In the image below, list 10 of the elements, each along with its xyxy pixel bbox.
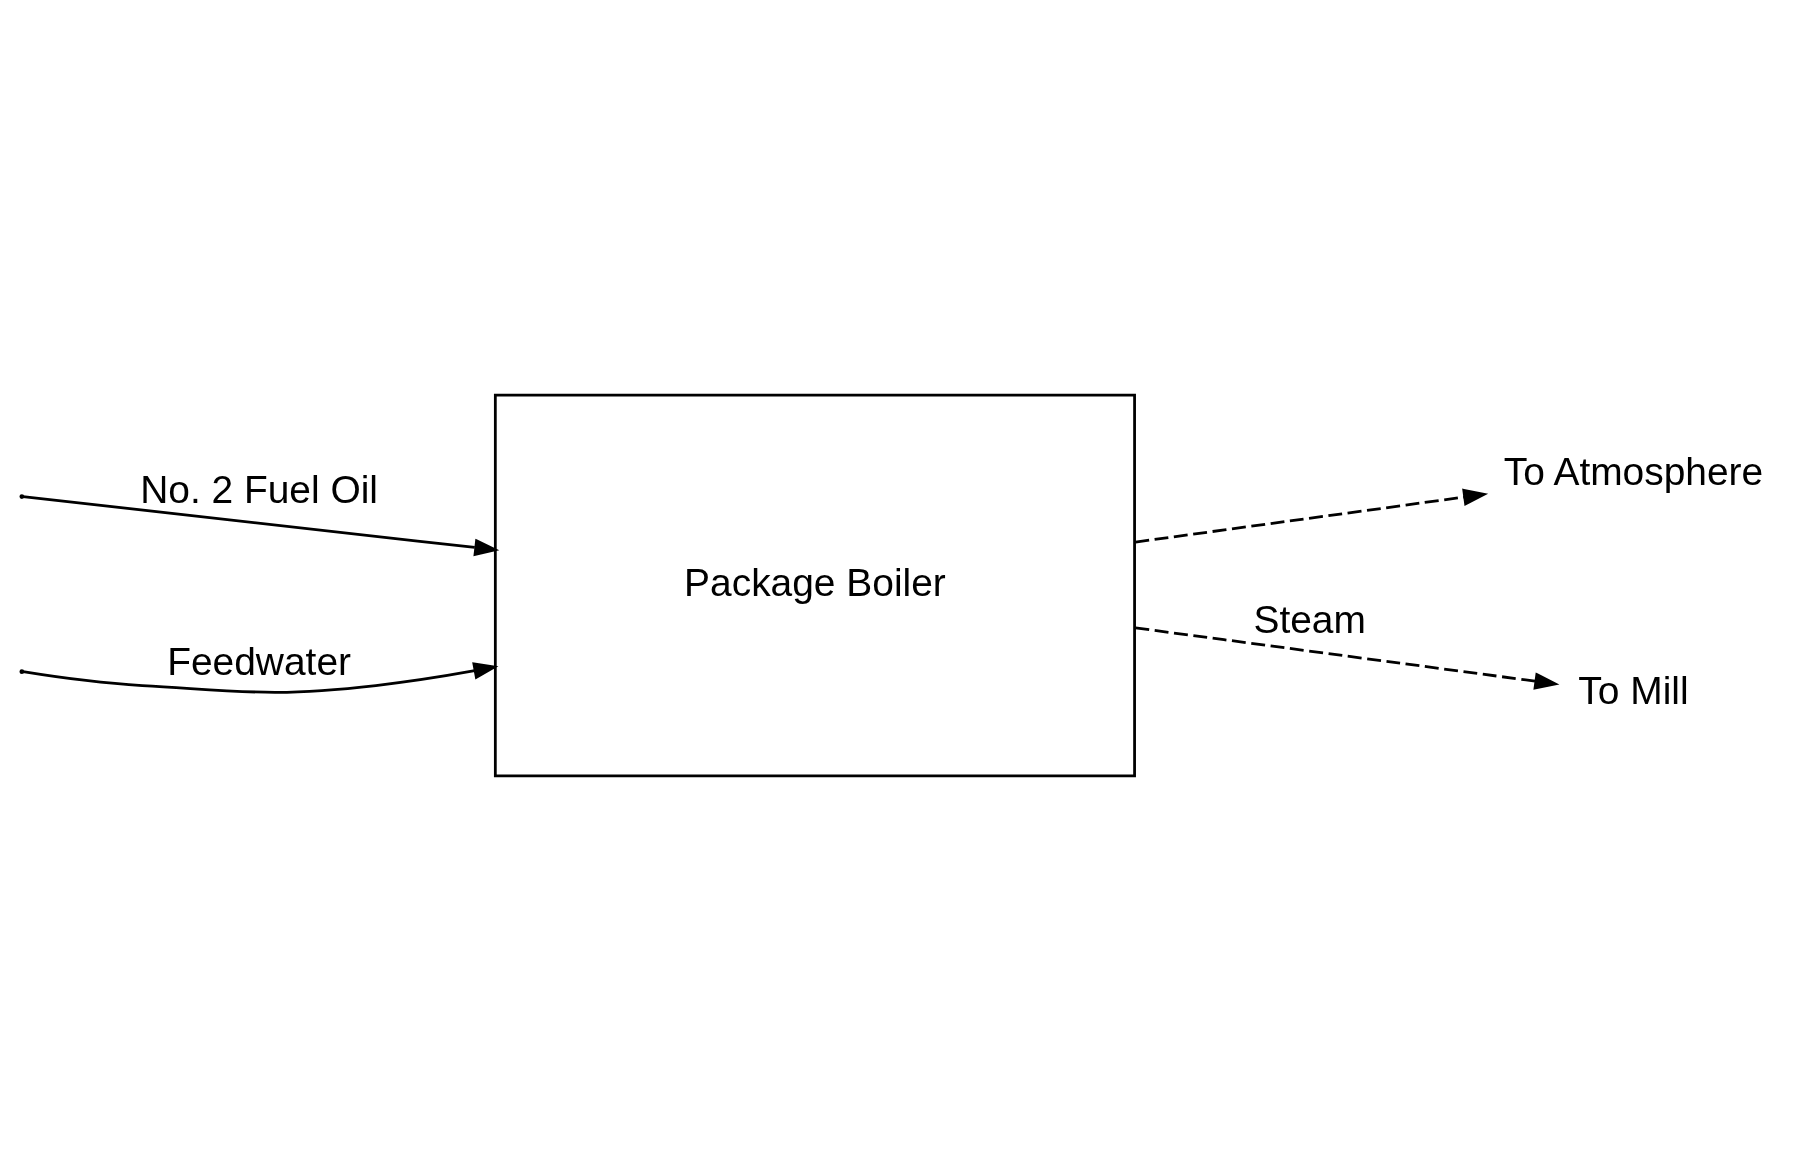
arrow [1135,626,1560,690]
arrow [22,495,500,557]
edge-label: No. 2 Fuel Oil [140,467,379,511]
arrow [1135,488,1489,544]
edge-label: Feedwater [167,639,351,683]
arrow [22,662,499,694]
edge-label: Steam [1253,598,1366,642]
node-text: To Mill [1578,669,1689,713]
node-box: Package Boiler [493,393,1136,778]
node-text: To Atmosphere [1503,449,1764,493]
